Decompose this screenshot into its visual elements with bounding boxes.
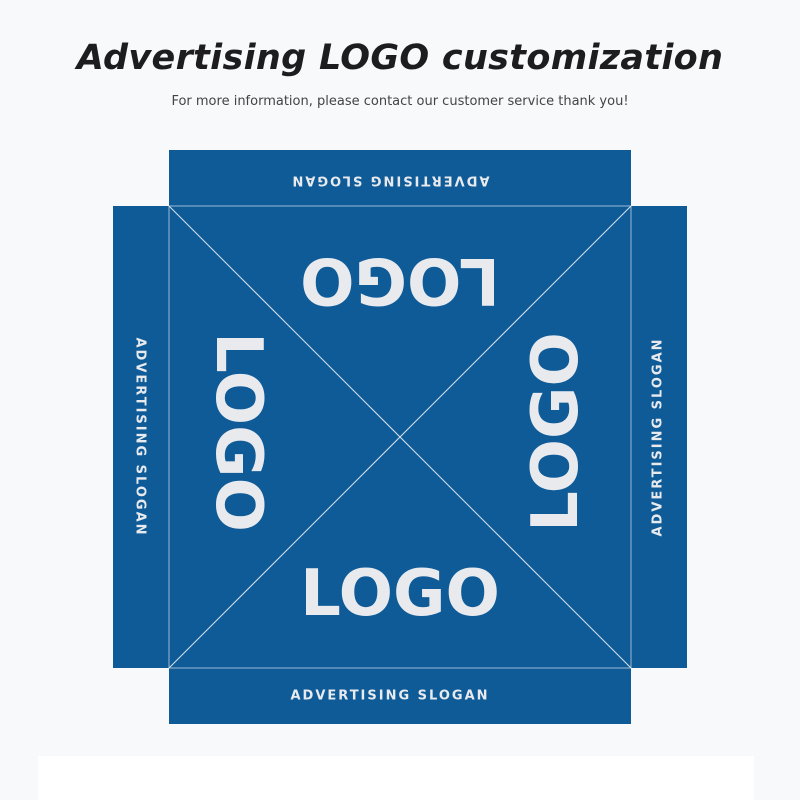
logo-text-bottom: LOGO bbox=[300, 557, 500, 631]
slogan-text-bottom: ADVERTISING SLOGAN bbox=[290, 689, 489, 704]
bottom-flap bbox=[169, 668, 631, 724]
bottom-strip bbox=[38, 756, 754, 800]
left-flap bbox=[113, 206, 169, 668]
page-subtitle: For more information, please contact our… bbox=[171, 94, 629, 109]
slogan-text-right: ADVERTISING SLOGAN bbox=[651, 337, 666, 536]
fold-lines bbox=[168, 205, 632, 669]
logo-text-right: LOGO bbox=[519, 332, 593, 532]
logo-text-top: LOGO bbox=[300, 243, 500, 317]
logo-text-left: LOGO bbox=[201, 332, 275, 532]
page-title: Advertising LOGO customization bbox=[76, 38, 724, 78]
slogan-text-left: ADVERTISING SLOGAN bbox=[133, 337, 148, 536]
right-flap bbox=[631, 206, 687, 668]
top-flap bbox=[169, 150, 631, 206]
slogan-text-top: ADVERTISING SLOGAN bbox=[290, 173, 489, 188]
